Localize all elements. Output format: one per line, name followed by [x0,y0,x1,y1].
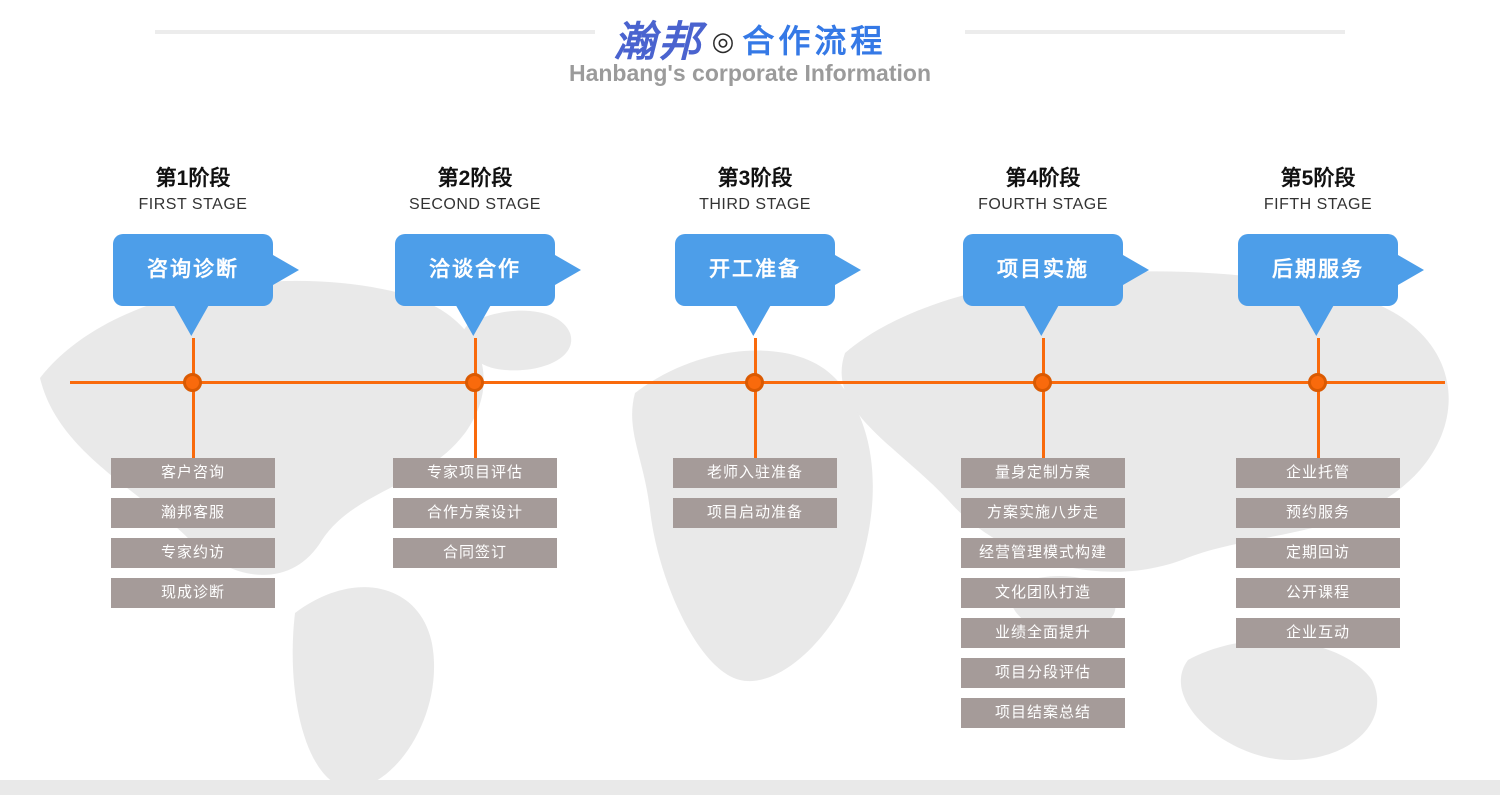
stage-item: 经营管理模式构建 [961,538,1125,568]
timeline-node-dot [745,373,764,392]
stage-column-1: 第1阶段 FIRST STAGE 咨询诊断 客户咨询 瀚邦客服 专家约访 现成诊… [43,0,343,795]
page-subtitle: Hanbang's corporate Information [568,60,931,86]
timeline-node-dot [183,373,202,392]
header-decor-line-right [965,30,1345,34]
stage-title: 第2阶段 [437,167,513,190]
bubble-tail [1024,306,1059,336]
stage-title: 第5阶段 [1280,167,1356,190]
stage-item: 客户咨询 [111,458,275,488]
timeline-node-dot [1033,373,1052,392]
stage-bubble: 咨询诊断 [113,234,273,336]
bubble-tail [1299,306,1334,336]
page-title: 合作流程 [742,23,887,59]
stage-item: 公开课程 [1236,578,1400,608]
stage-bubble-label: 项目实施 [997,258,1089,281]
stage-bubble-label: 后期服务 [1272,258,1364,281]
brand-logo: 瀚邦 [613,17,704,66]
stage-item-list: 量身定制方案 方案实施八步走 经营管理模式构建 文化团队打造 业绩全面提升 项目… [961,458,1125,738]
stage-item: 方案实施八步走 [961,498,1125,528]
stage-column-3: 第3阶段 THIRD STAGE 开工准备 老师入驻准备 项目启动准备 [605,0,905,795]
stage-bubble: 项目实施 [963,234,1123,336]
stage-title: 第1阶段 [155,167,231,190]
stage-item: 企业托管 [1236,458,1400,488]
stage-column-4: 第4阶段 FOURTH STAGE 项目实施 量身定制方案 方案实施八步走 经营… [893,0,1193,795]
header-decor-line-left [155,30,595,34]
stage-bubble: 后期服务 [1238,234,1398,336]
timeline-connector [1317,338,1320,458]
stage-item: 预约服务 [1236,498,1400,528]
stage-item: 专家项目评估 [393,458,557,488]
timeline-connector [192,338,195,458]
stage-item-list: 老师入驻准备 项目启动准备 [673,458,837,538]
stage-item: 项目启动准备 [673,498,837,528]
timeline-connector [474,338,477,458]
stage-item: 项目分段评估 [961,658,1125,688]
stage-item: 企业互动 [1236,618,1400,648]
stage-column-2: 第2阶段 SECOND STAGE 洽谈合作 专家项目评估 合作方案设计 合同签… [325,0,625,795]
stage-subtitle-en: FIRST STAGE [138,196,248,213]
stage-item: 文化团队打造 [961,578,1125,608]
stage-item-list: 客户咨询 瀚邦客服 专家约访 现成诊断 [111,458,275,618]
stage-bubble: 洽谈合作 [395,234,555,336]
stage-title: 第3阶段 [717,167,793,190]
stage-item: 现成诊断 [111,578,275,608]
stage-title: 第4阶段 [1005,167,1081,190]
stage-subtitle-en: THIRD STAGE [699,196,811,213]
timeline-connector [1042,338,1045,458]
stage-item: 业绩全面提升 [961,618,1125,648]
stage-column-5: 第5阶段 FIFTH STAGE 后期服务 企业托管 预约服务 定期回访 公开课… [1168,0,1468,795]
stage-subtitle-en: SECOND STAGE [409,196,541,213]
stage-item: 合作方案设计 [393,498,557,528]
stage-item: 专家约访 [111,538,275,568]
stage-item: 老师入驻准备 [673,458,837,488]
stage-bubble-label: 洽谈合作 [429,258,521,281]
stage-item: 瀚邦客服 [111,498,275,528]
stage-item: 合同签订 [393,538,557,568]
bubble-tail [736,306,771,336]
stage-item-list: 企业托管 预约服务 定期回访 公开课程 企业互动 [1236,458,1400,658]
stage-item-list: 专家项目评估 合作方案设计 合同签订 [393,458,557,578]
stage-bubble-label: 咨询诊断 [147,258,239,281]
bullseye-icon: ◎ [711,26,735,56]
stage-item: 项目结案总结 [961,698,1125,728]
stage-subtitle-en: FIFTH STAGE [1263,196,1373,213]
bubble-tail [174,306,209,336]
stage-item: 定期回访 [1236,538,1400,568]
page-header: 瀚邦◎合作流程 [0,8,1500,69]
stage-subtitle-en: FOURTH STAGE [978,196,1108,213]
timeline-node-dot [1308,373,1327,392]
stage-item: 量身定制方案 [961,458,1125,488]
timeline-node-dot [465,373,484,392]
timeline-connector [754,338,757,458]
bubble-tail [456,306,491,336]
stage-bubble: 开工准备 [675,234,835,336]
stage-bubble-label: 开工准备 [709,258,801,281]
